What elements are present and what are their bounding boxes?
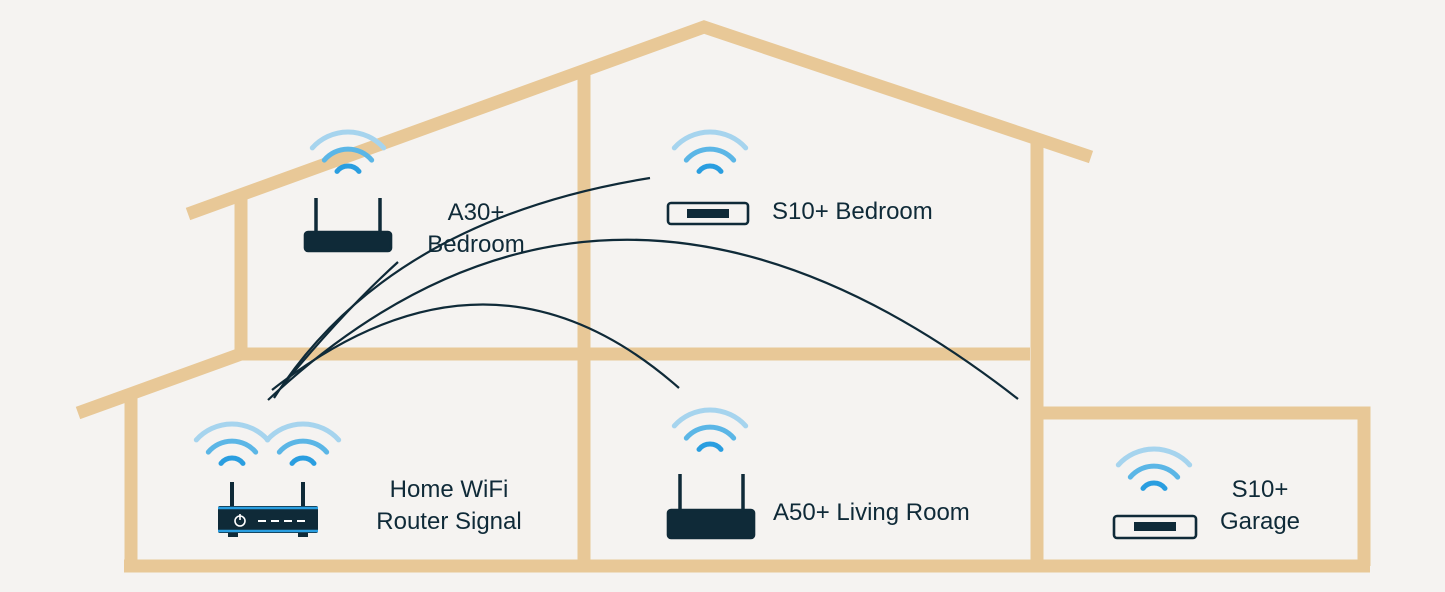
extender-antenna-icon	[303, 198, 393, 253]
wifi-wave-arc	[321, 146, 375, 163]
label-s10-garage: S10+ Garage	[1200, 474, 1320, 538]
a30-body	[303, 230, 393, 253]
wifi-wave-arc	[683, 146, 737, 163]
label-home-router-line2: Router Signal	[376, 508, 522, 535]
label-a30: A30+ Bedroom	[406, 197, 546, 261]
label-s10-garage-line2: Garage	[1219, 508, 1301, 535]
wifi-wave-arc	[1127, 463, 1181, 480]
wifi-wave-arc	[193, 421, 271, 443]
wifi-wave-arc	[696, 163, 724, 174]
label-a30-line1: A30+	[447, 199, 505, 226]
link-to-a30	[282, 261, 399, 386]
extender-plug-icon	[666, 201, 750, 226]
wifi-wave-arc	[205, 438, 259, 455]
a50-body	[666, 508, 756, 540]
s10-garage-body	[1112, 514, 1198, 540]
wifi-signal-icon	[671, 129, 749, 174]
s10-bedroom-light	[687, 209, 729, 218]
link-to-s10-bedroom	[273, 176, 651, 399]
extender-plug-icon	[1112, 514, 1198, 540]
label-s10-garage-line1: S10+	[1231, 476, 1289, 503]
router-body	[218, 506, 318, 533]
wifi-wave-arc	[264, 421, 342, 443]
wifi-signal-icon	[1115, 446, 1193, 491]
lower-roof	[75, 347, 244, 420]
main-roof	[185, 20, 1094, 221]
link-to-a50	[271, 303, 680, 391]
wifi-signal-icon	[193, 421, 271, 466]
signal-links	[267, 176, 1019, 401]
wifi-wave-arc	[671, 129, 749, 151]
router-foot-right	[298, 533, 308, 537]
extender-antenna-icon	[666, 474, 756, 540]
wifi-signal-icon	[671, 407, 749, 452]
wifi-wave-arc	[309, 129, 387, 151]
wifi-wave-arc	[334, 163, 362, 174]
house-outline	[75, 20, 1371, 573]
wifi-wave-arc	[671, 407, 749, 429]
s10-bedroom-body	[666, 201, 750, 226]
link-to-s10-garage	[267, 238, 1019, 401]
label-home-router: Home WiFi Router Signal	[358, 474, 540, 538]
wifi-signal-icon	[309, 129, 387, 174]
home-router-icon	[218, 482, 318, 537]
wifi-wave-arc	[1140, 480, 1168, 491]
wifi-signals	[193, 129, 1193, 491]
label-a50-line1: A50+ Living Room	[773, 499, 970, 526]
label-home-router-line1: Home WiFi	[389, 476, 509, 503]
wifi-signal-icon	[264, 421, 342, 466]
router-foot-left	[228, 533, 238, 537]
label-a50: A50+ Living Room	[773, 497, 970, 529]
devices	[218, 198, 1198, 540]
garage-outline	[1037, 406, 1371, 566]
wifi-wave-arc	[276, 438, 330, 455]
wifi-wave-arc	[218, 455, 246, 466]
wifi-wave-arc	[289, 455, 317, 466]
label-a30-line2: Bedroom	[427, 231, 525, 258]
wifi-wave-arc	[683, 424, 737, 441]
label-s10-bedroom-line1: S10+ Bedroom	[772, 198, 933, 225]
wifi-wave-arc	[1115, 446, 1193, 468]
wifi-wave-arc	[696, 441, 724, 452]
s10-garage-light	[1134, 522, 1176, 531]
label-s10-bedroom: S10+ Bedroom	[772, 196, 933, 228]
